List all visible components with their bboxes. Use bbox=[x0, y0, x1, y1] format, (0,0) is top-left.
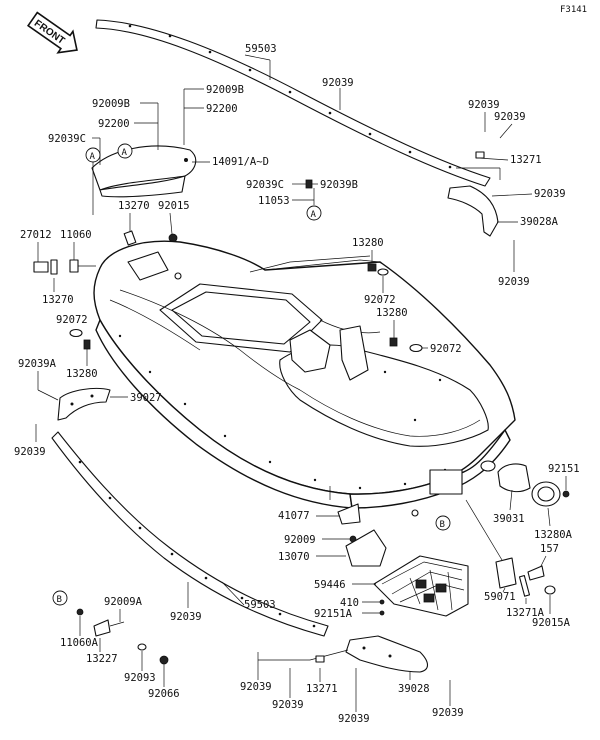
callout-92009B-b: 92009B bbox=[206, 84, 244, 96]
callout-92039-r1: 92039 bbox=[468, 99, 500, 111]
intake-grate-part bbox=[373, 555, 469, 617]
svg-text:A: A bbox=[122, 148, 128, 158]
nozzle-cover-part bbox=[497, 463, 531, 493]
callout-92039-b1: 92039 bbox=[170, 611, 202, 623]
callout-92039-l: 92039 bbox=[14, 446, 46, 458]
callout-92039B-b: 92039B bbox=[320, 179, 358, 191]
callout-92066: 92066 bbox=[148, 688, 180, 700]
callout-39027: 39027 bbox=[130, 392, 162, 404]
front-direction-icon: FRONT bbox=[26, 11, 78, 54]
callout-92200-b: 92200 bbox=[206, 103, 238, 115]
callout-13271-r: 13271 bbox=[510, 154, 542, 166]
callout-92039A-l: 92039A bbox=[18, 358, 57, 370]
callout-92151: 92151 bbox=[548, 463, 580, 475]
callout-92072-a: 92072 bbox=[56, 314, 88, 326]
callout-92039-b5: 92039 bbox=[432, 707, 464, 719]
callout-14091: 14091/A~D bbox=[212, 156, 269, 168]
gunwale-strip-bottom bbox=[51, 431, 329, 637]
callout-92009A: 92009A bbox=[104, 596, 143, 608]
callout-92039-r2: 92039 bbox=[494, 111, 526, 123]
rear-bracket-upper-part bbox=[447, 185, 499, 237]
callout-92039-r4: 92039 bbox=[498, 276, 530, 288]
callout-27012: 27012 bbox=[20, 229, 52, 241]
callout-39028: 39028 bbox=[398, 683, 430, 695]
svg-text:A: A bbox=[90, 152, 96, 162]
callout-92151A: 92151A bbox=[314, 608, 353, 620]
callout-13270-b: 13270 bbox=[42, 294, 74, 306]
callout-92039C-a: 92039C bbox=[48, 133, 86, 145]
callout-13270-a: 13270 bbox=[118, 200, 150, 212]
hull-body bbox=[93, 240, 516, 517]
callout-92039-b4: 92039 bbox=[338, 713, 370, 725]
callout-39031: 39031 bbox=[493, 513, 525, 525]
callout-410: 410 bbox=[340, 597, 359, 609]
callout-59071: 59071 bbox=[484, 591, 516, 603]
reference-marker-a: A bbox=[117, 143, 133, 159]
callout-11060: 11060 bbox=[60, 229, 92, 241]
callout-59503-top: 59503 bbox=[245, 43, 277, 55]
cap-ring-part bbox=[531, 481, 561, 507]
callout-13280-c: 13280 bbox=[376, 307, 408, 319]
callout-92009: 92009 bbox=[284, 534, 316, 546]
callout-92039C-b: 92039C bbox=[246, 179, 284, 191]
hood-cover-part bbox=[91, 145, 197, 198]
callout-59446: 59446 bbox=[314, 579, 346, 591]
callout-92093: 92093 bbox=[124, 672, 156, 684]
gunwale-strip-top bbox=[95, 19, 491, 187]
reference-marker-a: A bbox=[85, 147, 101, 163]
callout-92039-b3: 92039 bbox=[272, 699, 304, 711]
svg-text:A: A bbox=[311, 210, 317, 220]
callout-92009B-a: 92009B bbox=[92, 98, 130, 110]
reference-marker-a: A bbox=[306, 205, 322, 221]
callout-13271A: 13271A bbox=[506, 607, 545, 619]
callout-39028A: 39028A bbox=[520, 216, 559, 228]
callout-13227: 13227 bbox=[86, 653, 118, 665]
svg-text:B: B bbox=[57, 595, 62, 605]
callout-157: 157 bbox=[540, 543, 559, 555]
reference-marker-b: B bbox=[435, 515, 451, 531]
reference-marker-b: B bbox=[52, 590, 68, 606]
callout-13280A: 13280A bbox=[534, 529, 573, 541]
callout-11060A: 11060A bbox=[60, 637, 99, 649]
rear-bracket-lower-part bbox=[345, 635, 429, 673]
callout-13271-b: 13271 bbox=[306, 683, 338, 695]
callout-92015: 92015 bbox=[158, 200, 190, 212]
callout-41077: 41077 bbox=[278, 510, 310, 522]
callout-92200-a: 92200 bbox=[98, 118, 130, 130]
callout-92072-b: 92072 bbox=[364, 294, 396, 306]
rear-bracket-left-part bbox=[57, 387, 111, 421]
callout-92015A: 92015A bbox=[532, 617, 571, 629]
callout-92072-c: 92072 bbox=[430, 343, 462, 355]
callout-13280-b: 13280 bbox=[352, 237, 384, 249]
callout-92039-r3: 92039 bbox=[534, 188, 566, 200]
callout-13070: 13070 bbox=[278, 551, 310, 563]
svg-text:B: B bbox=[440, 520, 445, 530]
callout-92039-top: 92039 bbox=[322, 77, 354, 89]
figure-code: F3141 bbox=[560, 5, 587, 15]
callout-11053: 11053 bbox=[258, 195, 290, 207]
callout-59503-b: 59503 bbox=[244, 599, 276, 611]
callout-13280-a: 13280 bbox=[66, 368, 98, 380]
callout-92039-b2: 92039 bbox=[240, 681, 272, 693]
